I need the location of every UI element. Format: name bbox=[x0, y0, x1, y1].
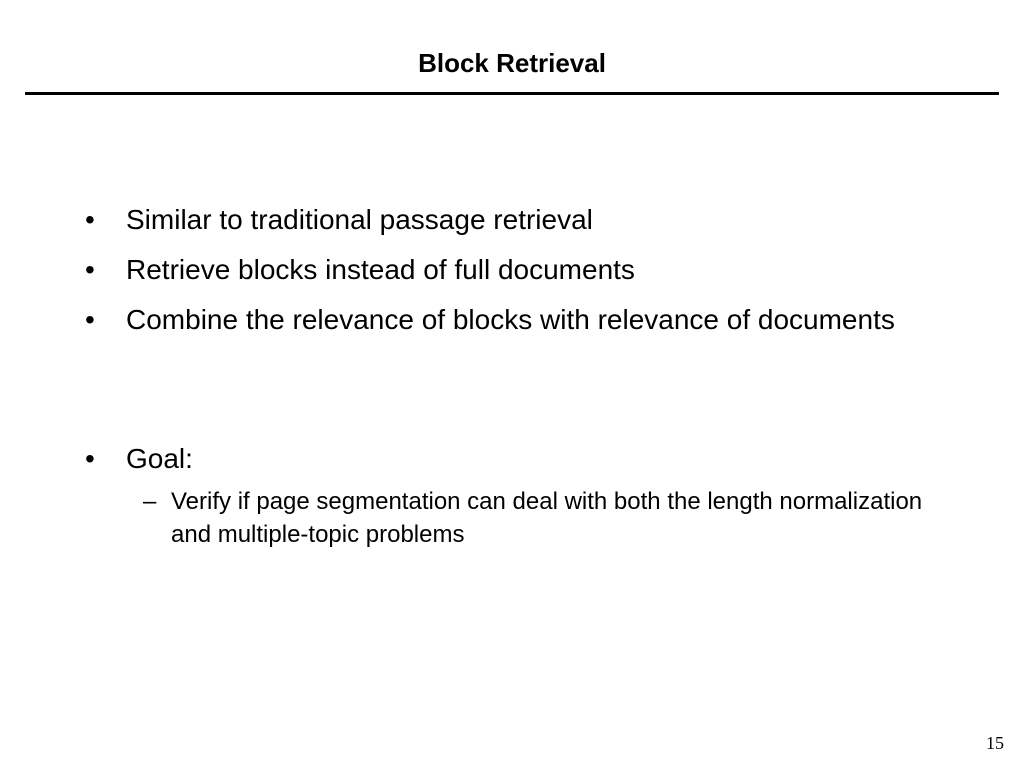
bullet-marker: • bbox=[85, 304, 95, 335]
page-number: 15 bbox=[986, 733, 1004, 753]
bullet-item: • Similar to traditional passage retriev… bbox=[85, 200, 945, 239]
bullet-item: • Combine the relevance of blocks with r… bbox=[85, 300, 945, 339]
bullet-marker: • bbox=[85, 443, 95, 474]
bullet-marker: • bbox=[85, 204, 95, 235]
slide-title: Block Retrieval bbox=[418, 48, 606, 78]
sub-bullet-marker: – bbox=[143, 488, 157, 515]
bullet-text: Combine the relevance of blocks with rel… bbox=[126, 304, 895, 335]
bullet-item: • Retrieve blocks instead of full docume… bbox=[85, 250, 945, 289]
bullet-item: • Goal: bbox=[85, 439, 945, 478]
bullet-text: Retrieve blocks instead of full document… bbox=[126, 254, 635, 285]
bullet-marker: • bbox=[85, 254, 95, 285]
title-divider bbox=[25, 92, 999, 95]
sub-bullet-item: – Verify if page segmentation can deal w… bbox=[143, 485, 933, 551]
sub-bullet-text: Verify if page segmentation can deal wit… bbox=[171, 488, 923, 548]
bullet-text: Similar to traditional passage retrieval bbox=[126, 204, 593, 235]
bullet-text: Goal: bbox=[126, 443, 193, 474]
